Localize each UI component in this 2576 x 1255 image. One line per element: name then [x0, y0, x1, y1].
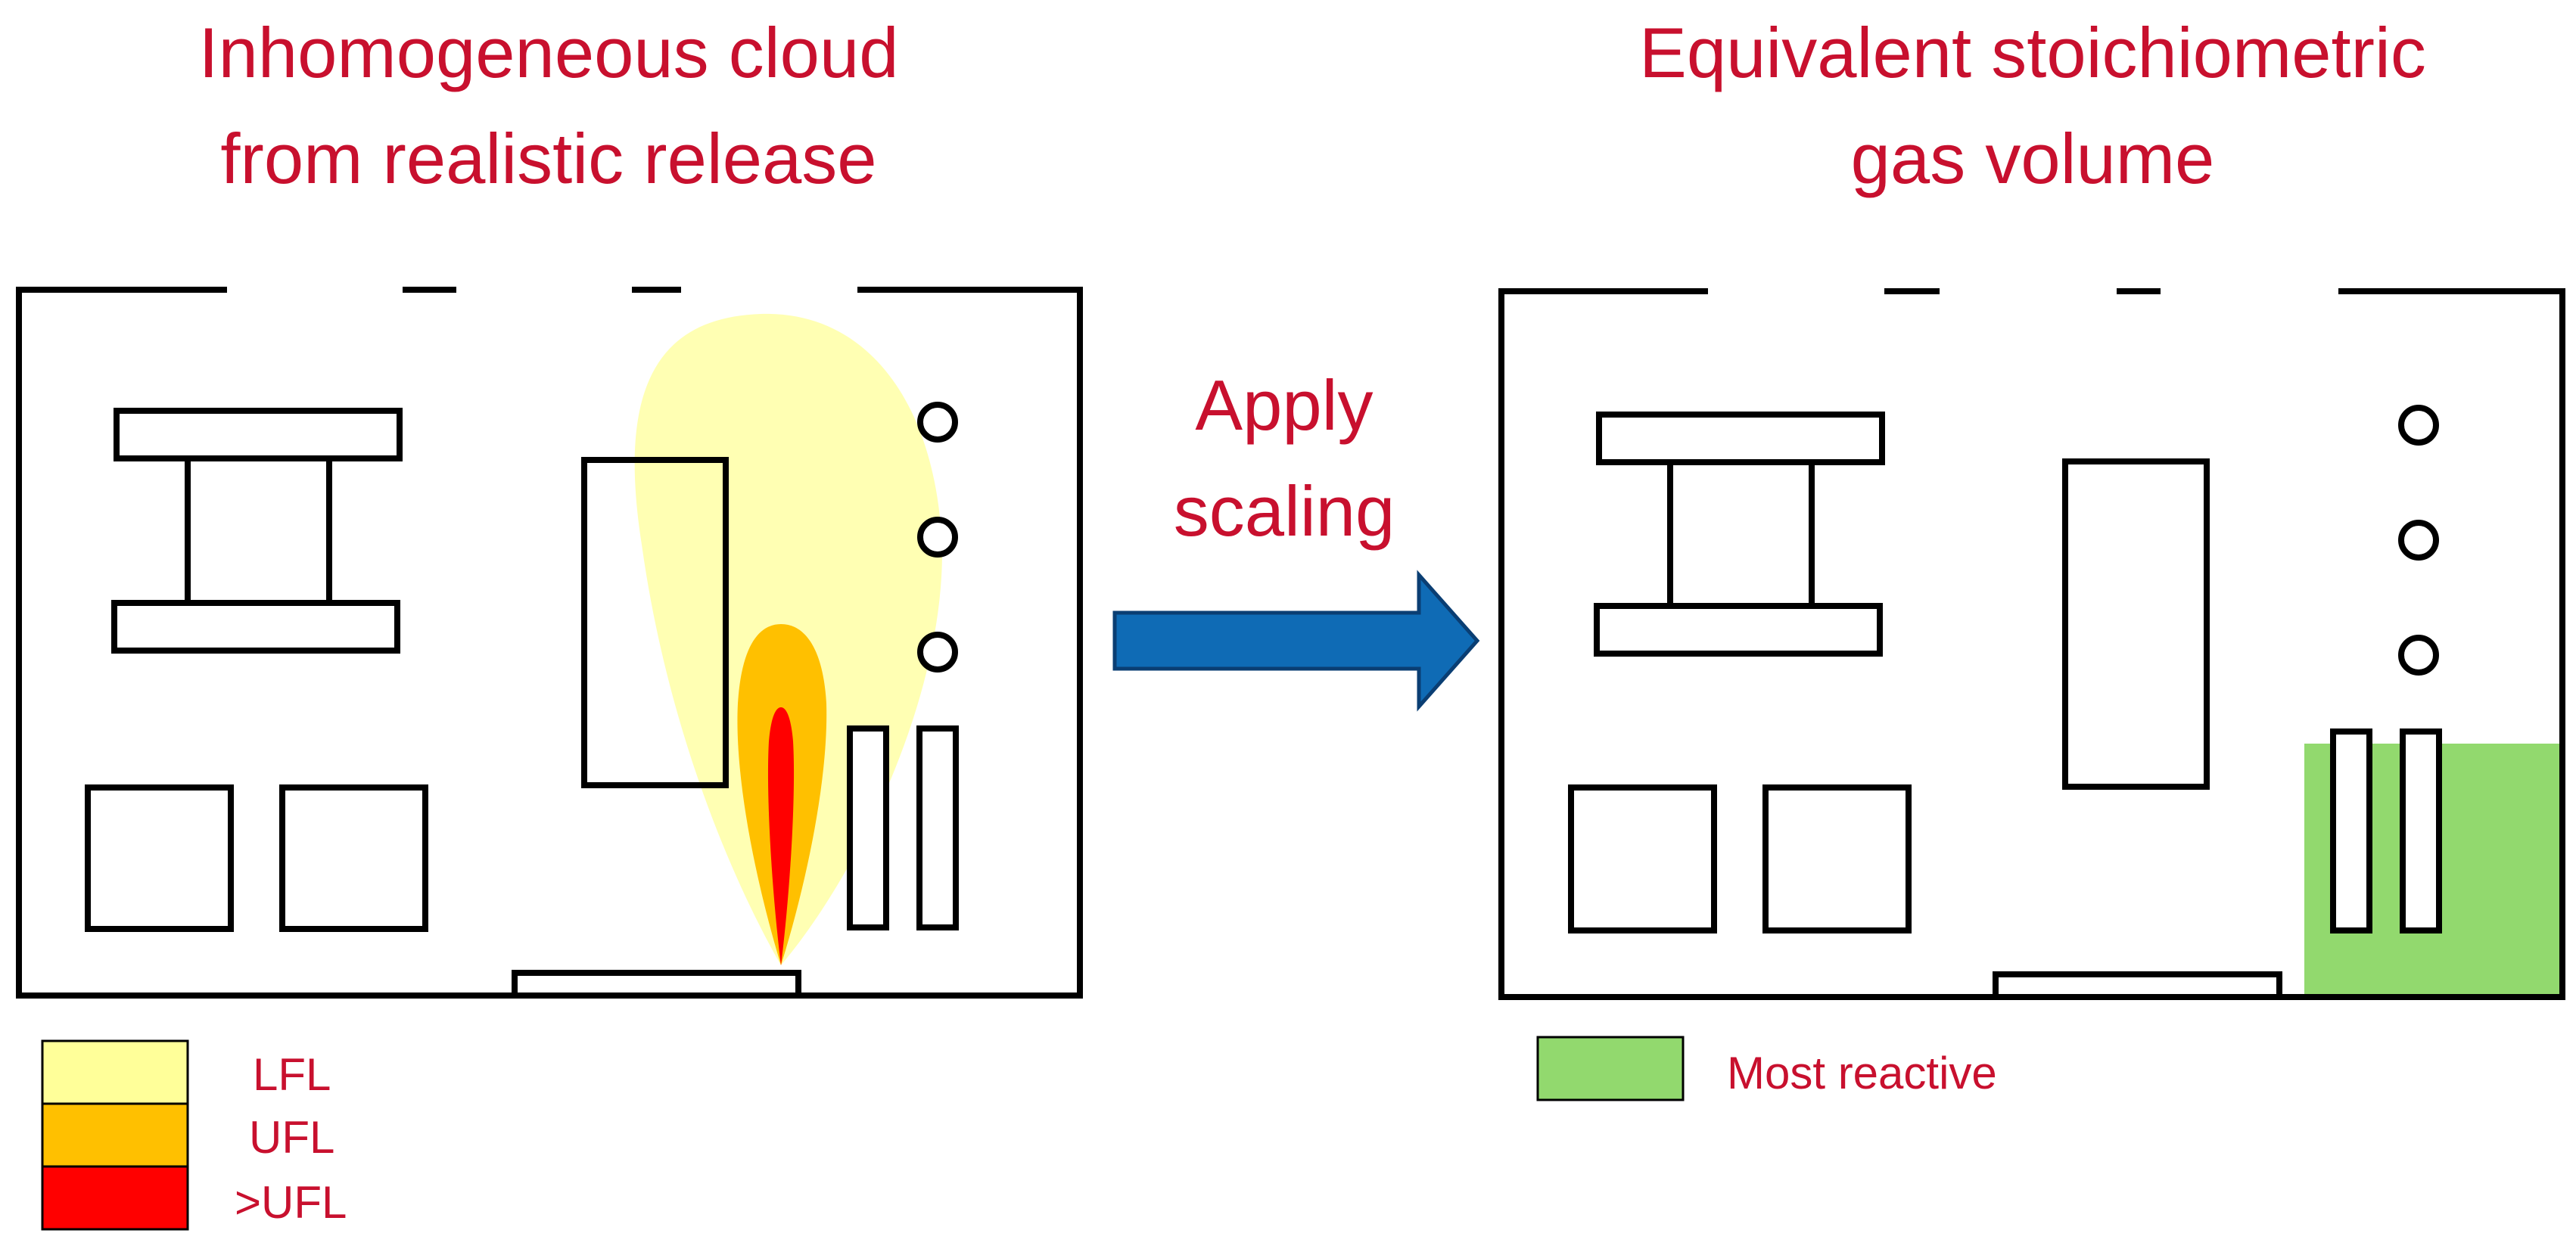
right-top-beam	[1596, 412, 1885, 465]
right-panel: Equivalent stoichiometric gas volume	[1498, 13, 2565, 1000]
left-title-line1: Inhomogeneous cloud	[198, 13, 898, 92]
right-legend: Most reactive	[1536, 1036, 1997, 1101]
legend-label-over-ufl: >UFL	[235, 1177, 347, 1228]
legend-swatch-lfl	[41, 1039, 189, 1105]
legend-label-most-reactive: Most reactive	[1727, 1048, 1997, 1098]
legend-swatch-most-reactive	[1536, 1036, 1685, 1101]
scaling-arrow: Apply scaling	[1112, 365, 1480, 712]
left-title-line2: from realistic release	[220, 119, 876, 198]
left-release-source	[512, 970, 801, 999]
right-column-frame	[1667, 459, 1815, 609]
right-circle-2	[2398, 520, 2439, 561]
right-pipe-2	[2400, 728, 2442, 933]
legend-swatch-ufl	[41, 1102, 189, 1168]
right-arrow-icon	[1112, 570, 1480, 712]
left-vessel	[581, 457, 729, 788]
right-title-line1: Equivalent stoichiometric	[1639, 13, 2426, 92]
right-box-1	[1568, 784, 1717, 933]
left-circle-2	[917, 517, 958, 558]
arrow-label-line2: scaling	[1174, 471, 1395, 551]
left-circle-1	[917, 402, 958, 443]
legend-swatch-over-ufl	[41, 1165, 189, 1231]
left-pipe-1	[847, 725, 889, 930]
left-pipe-2	[916, 725, 959, 930]
over-ufl-cloud	[767, 707, 795, 965]
left-top-beam	[114, 408, 403, 461]
right-vessel	[2062, 458, 2210, 790]
right-box-2	[1762, 784, 1912, 933]
right-pipe-1	[2330, 728, 2372, 933]
left-legend: LFL UFL >UFL	[41, 1039, 347, 1231]
left-column-frame	[185, 455, 332, 606]
left-bottom-beam	[111, 600, 400, 654]
left-box-2	[279, 784, 428, 932]
left-box-1	[85, 784, 234, 932]
right-title-line2: gas volume	[1851, 119, 2215, 198]
right-release-source	[1993, 971, 2282, 1000]
arrow-label-line1: Apply	[1195, 365, 1373, 445]
legend-label-ufl: UFL	[249, 1112, 334, 1163]
right-bottom-beam	[1594, 603, 1883, 657]
right-circle-3	[2398, 635, 2439, 676]
left-circle-3	[917, 632, 958, 673]
left-panel: Inhomogeneous cloud from realistic relea…	[16, 13, 1083, 999]
legend-label-lfl: LFL	[253, 1049, 331, 1100]
right-circle-1	[2398, 405, 2439, 446]
